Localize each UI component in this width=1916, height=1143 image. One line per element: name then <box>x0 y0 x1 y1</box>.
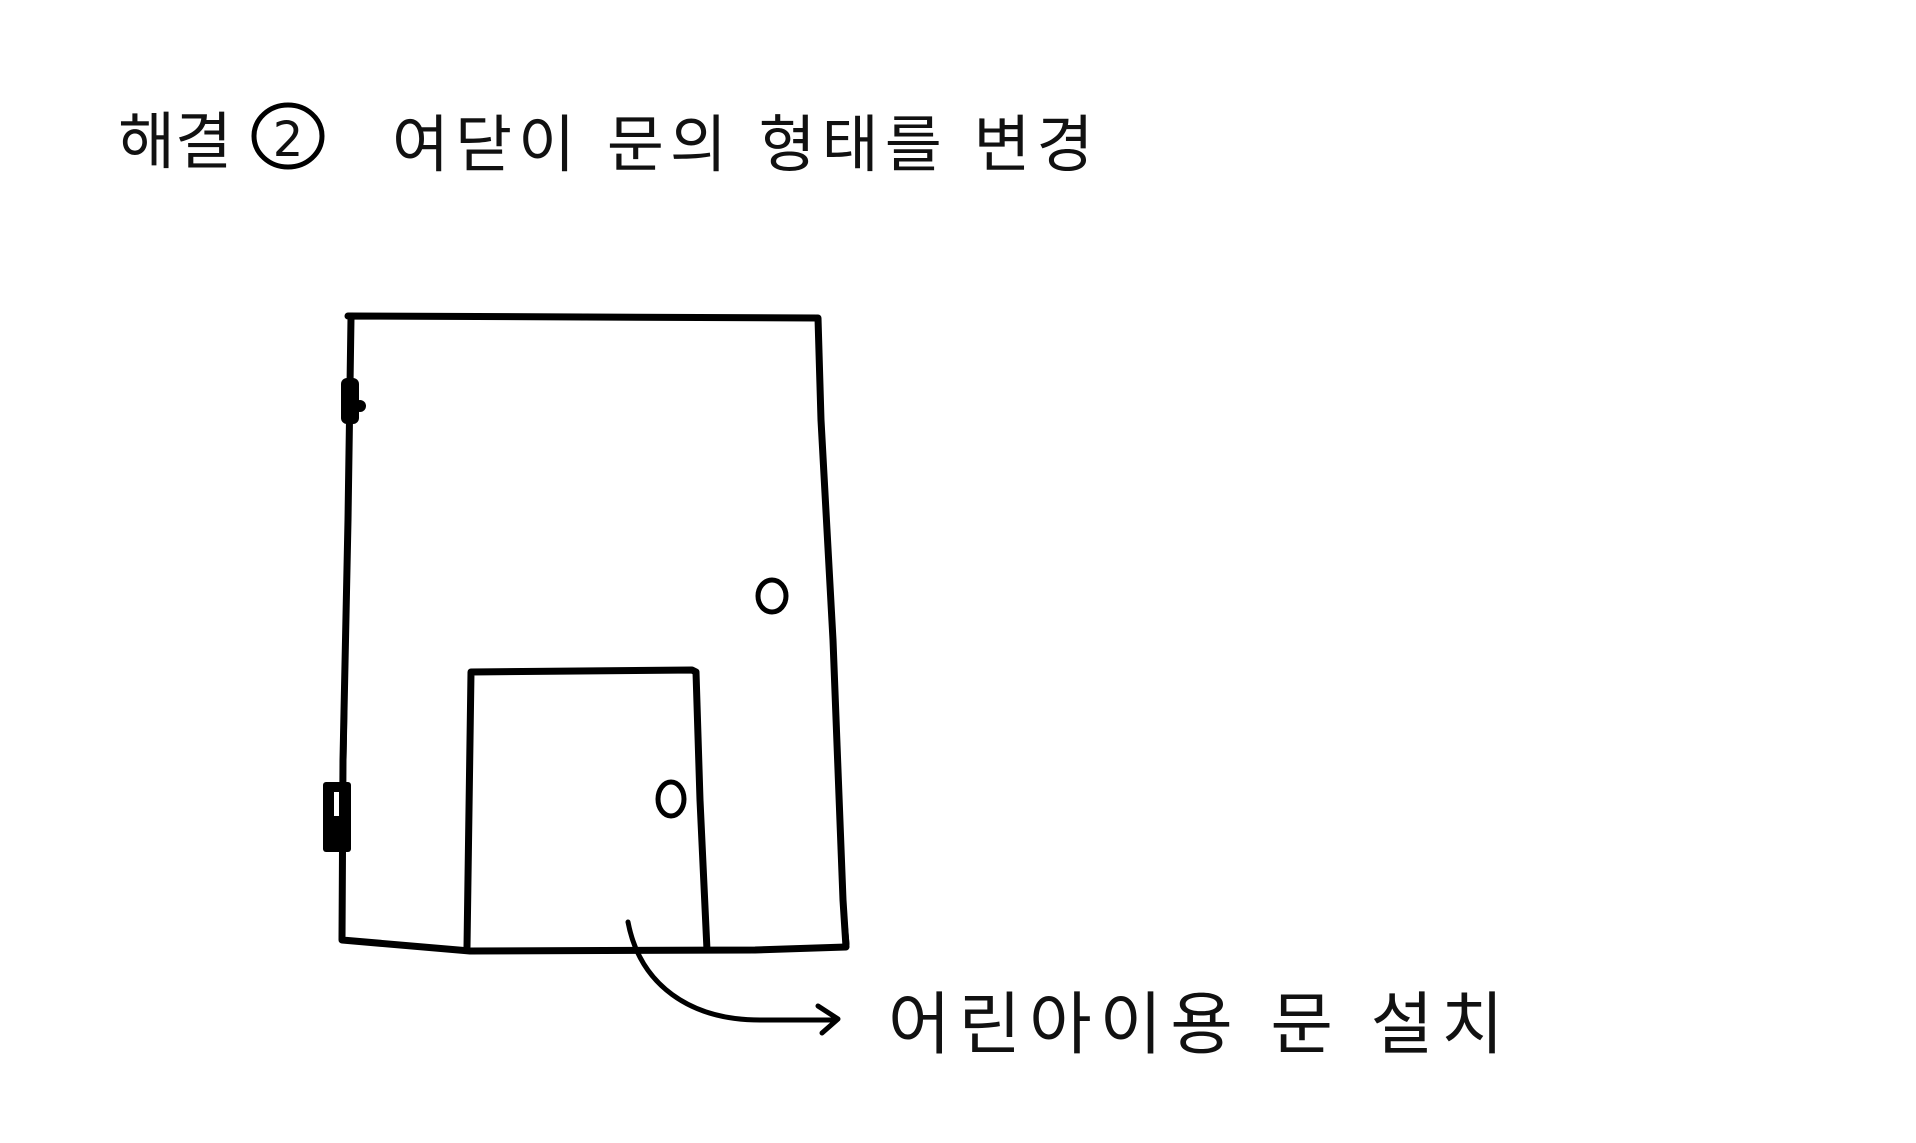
circled-number-icon: 2 <box>251 102 325 170</box>
arrow-head <box>815 1003 841 1036</box>
heading-title: 여닫이 문의 형태를 변경 <box>392 108 1100 181</box>
lower-hinge <box>323 782 351 852</box>
arrow-shaft <box>625 919 838 1023</box>
main-door <box>323 312 850 955</box>
upper-hinge <box>341 378 359 424</box>
main-door-corner-mark <box>840 897 850 947</box>
hinge-icon <box>323 697 351 852</box>
heading-prefix: 해결 <box>118 105 232 178</box>
heading-number: 2 <box>273 112 304 168</box>
main-door-outline <box>338 312 850 955</box>
heading: 해결 2 여닫이 문의 형태를 변경 <box>118 102 1100 181</box>
door-knob-icon <box>755 577 789 615</box>
child-door <box>463 666 711 954</box>
hinge-icon <box>341 378 366 424</box>
child-door-outline <box>463 666 711 954</box>
annotation-label: 어린아이용 문 설치 <box>888 986 1512 1065</box>
door-knob-icon <box>655 779 687 819</box>
curved-arrow-icon <box>625 919 841 1036</box>
